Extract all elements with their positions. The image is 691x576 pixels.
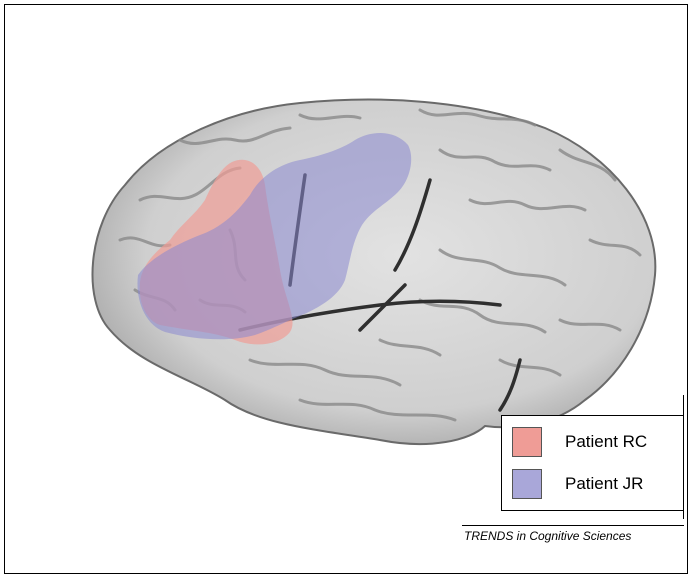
legend-swatch-rc xyxy=(512,427,542,457)
right-rule xyxy=(683,395,684,519)
source-credit: TRENDS in Cognitive Sciences xyxy=(464,529,684,543)
legend-item-jr: Patient JR xyxy=(512,468,643,500)
legend-item-rc: Patient RC xyxy=(512,426,647,458)
legend-swatch-jr xyxy=(512,469,542,499)
legend: Patient RC Patient JR xyxy=(501,415,683,511)
source-rule xyxy=(462,525,684,526)
legend-label-jr: Patient JR xyxy=(565,474,643,494)
legend-label-rc: Patient RC xyxy=(565,432,647,452)
